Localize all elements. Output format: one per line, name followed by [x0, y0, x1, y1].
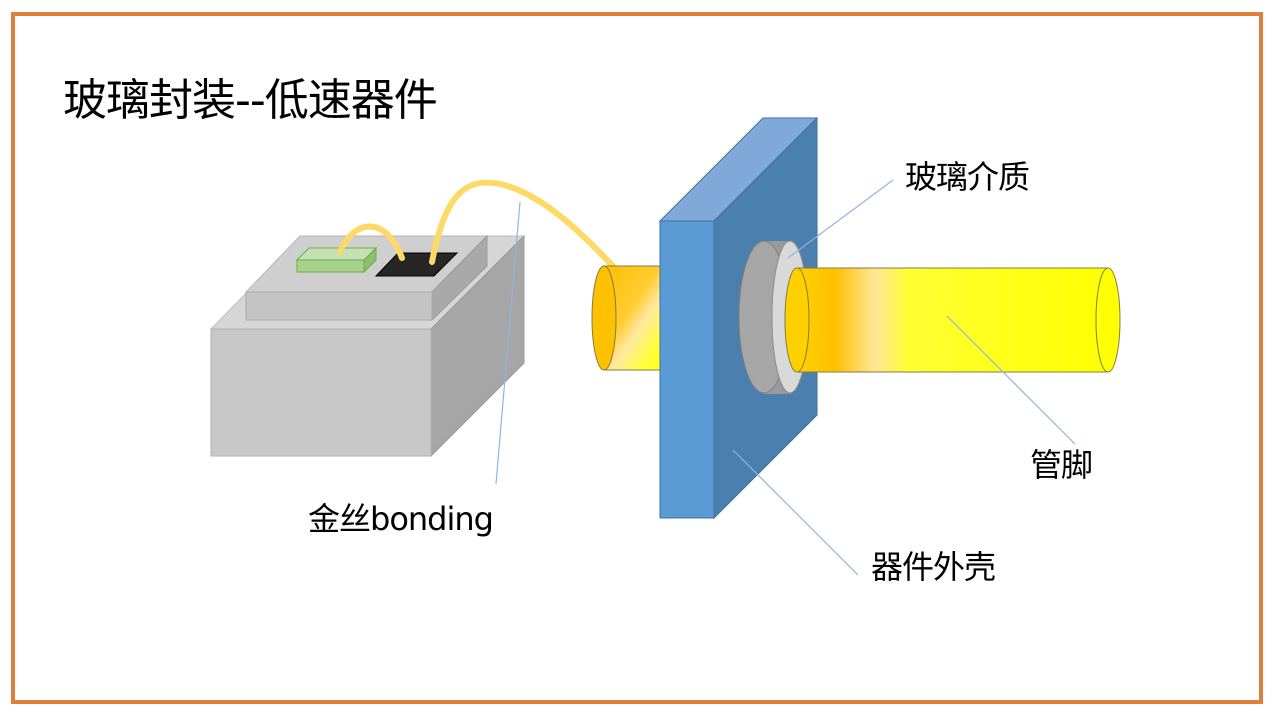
label-gold-wire: 金丝bonding — [308, 500, 494, 538]
base-front-face — [210, 328, 432, 457]
gold-wire-chip-to-pin — [429, 179, 625, 279]
leader-housing — [732, 449, 859, 576]
bond-pad-side — [363, 246, 377, 274]
leader-lines — [495, 179, 1076, 576]
right-pin — [784, 267, 1121, 373]
plate-front-face — [245, 291, 433, 321]
label-pin: 管脚 — [1030, 446, 1093, 484]
chip — [374, 252, 459, 277]
gold-wires — [337, 179, 625, 279]
leader-pin — [946, 315, 1076, 445]
label-glass-medium: 玻璃介质 — [905, 158, 1030, 196]
bond-pad-front — [296, 259, 365, 273]
slide-border — [11, 12, 1263, 704]
right-pin-back — [784, 267, 810, 373]
right-pin-end — [1095, 267, 1121, 373]
housing-front — [659, 220, 715, 519]
leader-gold-wire — [495, 201, 521, 485]
label-housing: 器件外壳 — [871, 548, 996, 586]
bond-pad — [295, 247, 378, 261]
device-block — [209, 234, 526, 458]
leader-glass-medium — [787, 179, 894, 259]
gold-wire-pad-to-chip — [337, 223, 405, 261]
left-pin-end — [591, 265, 617, 371]
slide-title: 玻璃封装--低速器件 — [63, 75, 438, 126]
